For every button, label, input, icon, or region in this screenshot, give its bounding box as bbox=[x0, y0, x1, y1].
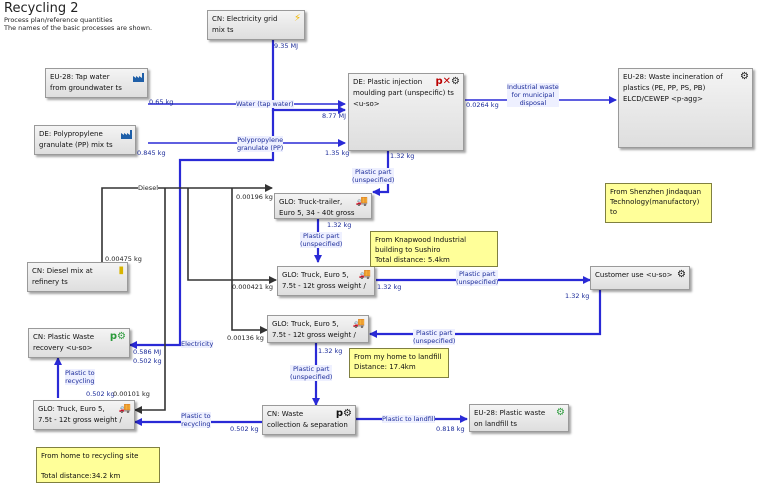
amount-label: 1.35 kg bbox=[325, 149, 350, 157]
process-label: CN: Waste collection & separation bbox=[267, 410, 348, 429]
flow-label-pp: Polypropylene granulate (PP) bbox=[237, 136, 284, 152]
flow-plastic-part-1 bbox=[372, 150, 390, 196]
note-knapwood[interactable]: From Knapwood Industrial building to Sus… bbox=[370, 231, 498, 267]
process-type-icon: ⚙ bbox=[556, 407, 565, 418]
amount-label: 0.586 MJ bbox=[133, 348, 162, 356]
flow-label-plastic-to-landfill: Plastic to landfill bbox=[382, 415, 436, 423]
process-label: GLO: Truck, Euro 5, 7.5t - 12t gross wei… bbox=[38, 405, 122, 424]
process-type-icon: p⚙ bbox=[335, 408, 352, 419]
flow-diesel-main bbox=[101, 184, 273, 262]
amount-label: 0.65 kg bbox=[149, 98, 174, 106]
process-type-icon: p✕⚙ bbox=[435, 76, 460, 87]
process-label: CN: Diesel mix at refinery ts bbox=[32, 267, 93, 286]
amount-label: 0.845 kg bbox=[137, 149, 166, 157]
flow-label-plastic-to-recycling-2: Plastic to recycling bbox=[65, 369, 95, 385]
amount-label: 0.502 kg bbox=[86, 390, 115, 398]
amount-label: 9.35 MJ bbox=[274, 42, 299, 50]
truck-icon: 🚚 bbox=[358, 269, 371, 280]
note-home-recycling[interactable]: From home to recycling site Total distan… bbox=[36, 447, 160, 483]
process-cn-diesel[interactable]: CN: Diesel mix at refinery ts ▮ bbox=[27, 262, 128, 292]
process-eu-tap-water[interactable]: EU-28: Tap water from groundwater ts bbox=[45, 68, 148, 98]
process-de-injection-moulding[interactable]: DE: Plastic injection moulding part (uns… bbox=[348, 73, 464, 151]
process-type-icon: p⚙ bbox=[109, 331, 126, 342]
flow-label-plastic-part-3: Plastic part (unspecified) bbox=[456, 270, 499, 286]
flow-diesel-truck3 bbox=[134, 188, 166, 414]
truck-icon: 🚚 bbox=[352, 318, 365, 329]
flow-label-electricity: Electricity bbox=[181, 340, 214, 348]
flow-label-plastic-part-4: Plastic part (unspecified) bbox=[413, 329, 456, 345]
flow-diesel-truck1 bbox=[187, 188, 277, 284]
flow-label-diesel: Diesel bbox=[138, 184, 159, 192]
amount-label: 0.00196 kg bbox=[236, 193, 273, 201]
fuel-pump-icon: ▮ bbox=[118, 265, 124, 276]
flow-label-plastic-part-5: Plastic part (unspecified) bbox=[290, 365, 333, 381]
process-cn-plastic-recovery[interactable]: CN: Plastic Waste recovery <u-so> p⚙ bbox=[28, 328, 130, 358]
process-eu-incineration[interactable]: EU-28: Waste incineration of plastics (P… bbox=[618, 68, 753, 148]
process-label: Customer use <u-so> bbox=[595, 271, 673, 279]
amount-label: 1.32 kg bbox=[318, 347, 343, 355]
amount-label: 0.00101 kg bbox=[113, 390, 150, 398]
process-glo-truck-2[interactable]: GLO: Truck, Euro 5, 7.5t - 12t gross wei… bbox=[267, 315, 369, 343]
amount-label: 0.0264 kg bbox=[466, 101, 499, 109]
amount-label: 1.32 kg bbox=[565, 292, 590, 300]
truck-icon: 🚚 bbox=[355, 196, 368, 207]
lightning-icon: ⚡ bbox=[293, 13, 301, 24]
note-shenzhen[interactable]: From Shenzhen Jindaquan Technology(manuf… bbox=[605, 183, 712, 223]
process-label: GLO: Truck-trailer, Euro 5, 34 - 40t gro… bbox=[279, 198, 355, 217]
process-glo-truck-3[interactable]: GLO: Truck, Euro 5, 7.5t - 12t gross wei… bbox=[33, 400, 135, 430]
flow-label-plastic-to-recycling-1: Plastic to recycling bbox=[181, 412, 211, 428]
process-de-pp-granulate[interactable]: DE: Polypropylene granulate (PP) mix ts bbox=[34, 125, 136, 155]
flow-label-plastic-part-2: Plastic part (unspecified) bbox=[300, 232, 343, 248]
amount-label: 0.00136 kg bbox=[227, 334, 264, 342]
process-type-icon: ⚙ bbox=[740, 71, 749, 82]
process-label: GLO: Truck, Euro 5, 7.5t - 12t gross wei… bbox=[272, 320, 356, 339]
factory-icon bbox=[133, 73, 144, 82]
process-label: GLO: Truck, Euro 5, 7.5t - 12t gross wei… bbox=[282, 271, 366, 290]
process-glo-truck-trailer[interactable]: GLO: Truck-trailer, Euro 5, 34 - 40t gro… bbox=[274, 193, 372, 219]
page-subtitle-1: Process plan/reference quantities bbox=[4, 16, 113, 24]
process-cn-waste-collection[interactable]: CN: Waste collection & separation p⚙ bbox=[262, 405, 356, 435]
amount-label: 1.32 kg bbox=[390, 152, 415, 160]
flow-label-industrial-waste: Industrial waste for municipal disposal bbox=[507, 83, 559, 107]
flow-diesel-truck2 bbox=[231, 188, 268, 334]
amount-label: 0.502 kg bbox=[133, 357, 162, 365]
amount-label: 1.32 kg bbox=[327, 221, 352, 229]
amount-label: 1.32 kg bbox=[377, 283, 402, 291]
process-label: DE: Polypropylene granulate (PP) mix ts bbox=[39, 130, 113, 149]
process-cn-electricity[interactable]: CN: Electricity grid mix ts ⚡ bbox=[207, 10, 305, 40]
process-label: EU-28: Waste incineration of plastics (P… bbox=[623, 73, 723, 103]
page-subtitle-2: The names of the basic processes are sho… bbox=[4, 24, 153, 32]
page-title: Recycling 2 bbox=[4, 1, 79, 16]
factory-icon bbox=[121, 130, 132, 139]
process-label: DE: Plastic injection moulding part (uns… bbox=[353, 78, 454, 108]
process-label: CN: Plastic Waste recovery <u-so> bbox=[33, 333, 95, 352]
amount-label: 0.00475 kg bbox=[105, 255, 142, 263]
process-label: EU-28: Tap water from groundwater ts bbox=[50, 73, 122, 92]
process-eu-landfill[interactable]: EU-28: Plastic waste on landfill ts ⚙ bbox=[469, 404, 569, 432]
process-glo-truck-1[interactable]: GLO: Truck, Euro 5, 7.5t - 12t gross wei… bbox=[277, 266, 375, 296]
truck-icon: 🚚 bbox=[118, 403, 131, 414]
amount-label: 0.502 kg bbox=[230, 425, 259, 433]
amount-label: 0.818 kg bbox=[436, 425, 465, 433]
flow-label-water: Water (tap water) bbox=[236, 100, 294, 108]
amount-label: 8.77 MJ bbox=[322, 112, 347, 120]
process-customer-use[interactable]: Customer use <u-so> ⚙ bbox=[590, 266, 690, 290]
note-home-landfill[interactable]: From my home to landfill Distance: 17.4k… bbox=[349, 348, 449, 378]
flow-label-plastic-part-1: Plastic part (unspecified) bbox=[352, 168, 395, 184]
process-label: EU-28: Plastic waste on landfill ts bbox=[474, 409, 546, 428]
process-type-icon: ⚙ bbox=[677, 269, 686, 280]
amount-label: 0.000421 kg bbox=[232, 283, 273, 291]
process-label: CN: Electricity grid mix ts bbox=[212, 15, 278, 34]
